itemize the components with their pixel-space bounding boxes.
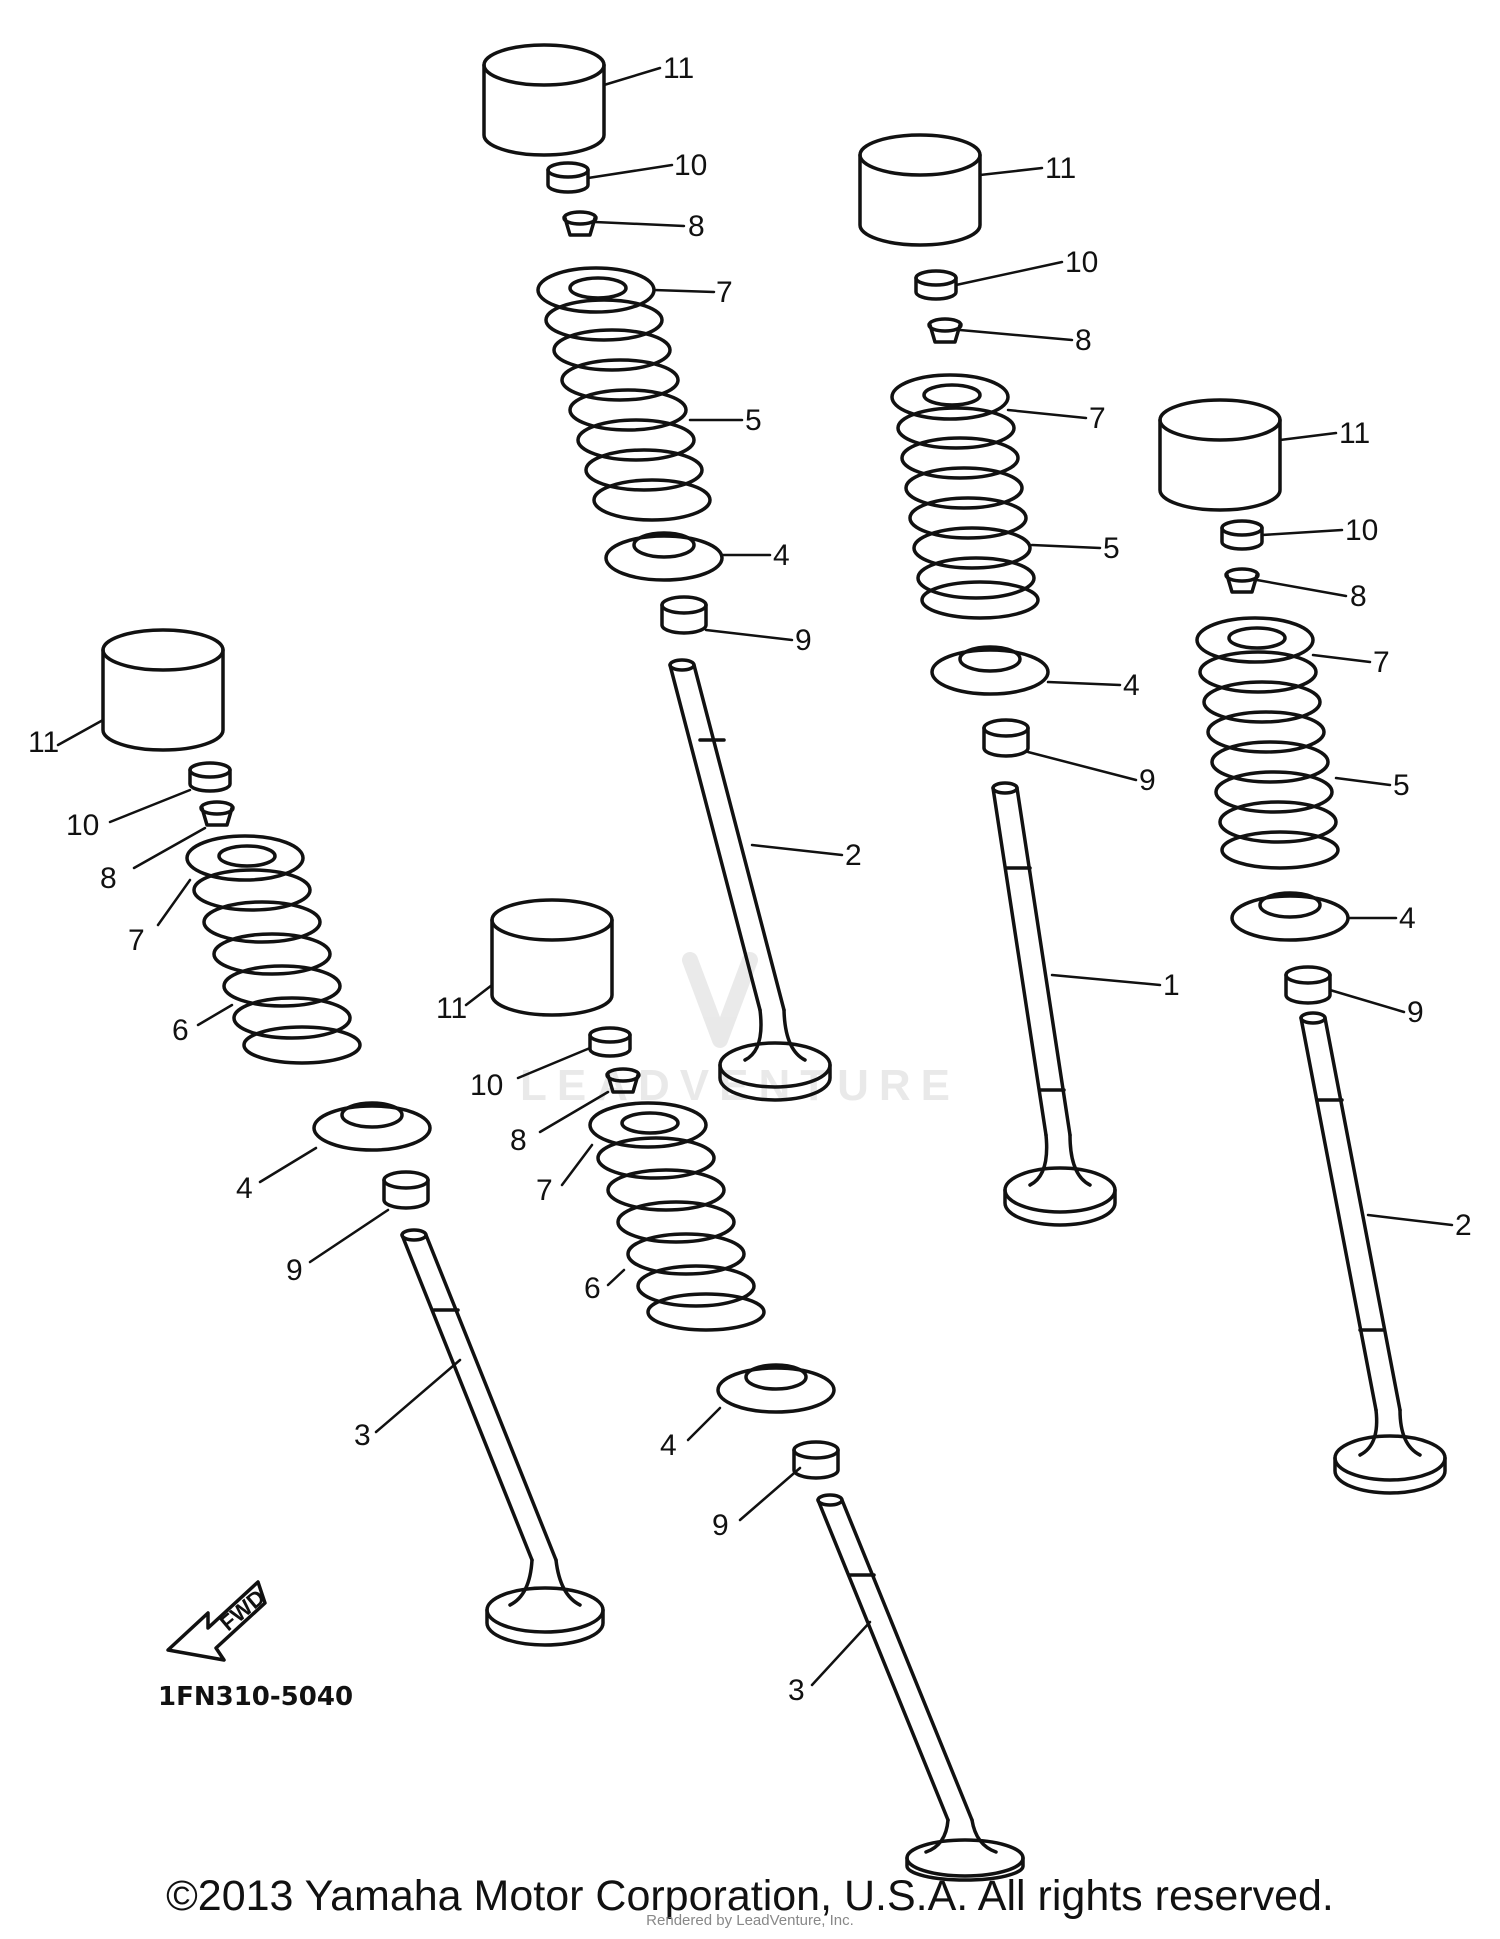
valve-cotter — [199, 800, 235, 827]
valve-lifter — [482, 43, 606, 157]
callout-d11: 11 — [28, 726, 59, 759]
callout-d6: 6 — [172, 1014, 189, 1047]
valve-pad — [188, 761, 232, 793]
valve-assembly-d — [101, 628, 605, 1647]
valve-assembly-c — [1158, 398, 1447, 1495]
callout-a2: 2 — [845, 839, 862, 872]
callout-e11: 11 — [436, 992, 467, 1025]
callout-e3: 3 — [788, 1674, 805, 1707]
spring-seat — [604, 531, 724, 582]
stem-seal — [382, 1170, 430, 1210]
spring-retainer — [588, 1101, 708, 1149]
callout-c9: 9 — [1407, 996, 1424, 1029]
spring-seat — [1230, 891, 1350, 942]
valve-spring — [192, 868, 362, 1065]
valve-assembly-b — [858, 133, 1117, 1227]
valve-pad — [1220, 519, 1264, 551]
valve-spring — [544, 298, 712, 522]
callout-d9: 9 — [286, 1254, 303, 1287]
callout-e9: 9 — [712, 1509, 729, 1542]
valve-lifter — [490, 898, 614, 1017]
leader-lines — [56, 66, 1454, 1687]
callout-d4: 4 — [236, 1172, 253, 1205]
callout-c4: 4 — [1399, 902, 1416, 935]
callout-c2: 2 — [1455, 1209, 1472, 1242]
callout-c8: 8 — [1350, 580, 1367, 613]
part-code: 1FN310-5040 — [158, 1682, 353, 1712]
valve-pad — [546, 161, 590, 194]
callout-a5: 5 — [745, 404, 762, 437]
valve — [400, 1228, 605, 1647]
spring-retainer — [890, 373, 1010, 421]
callout-d8: 8 — [100, 862, 117, 895]
stem-seal — [792, 1440, 840, 1480]
valve-pad — [914, 269, 958, 301]
valve-lifter — [1158, 398, 1282, 512]
callout-b10: 10 — [1065, 246, 1098, 279]
copyright-notice: ©2013 Yamaha Motor Corporation, U.S.A. A… — [166, 1872, 1334, 1920]
spring-retainer — [536, 266, 656, 314]
spring-retainer — [185, 834, 305, 882]
callout-b1: 1 — [1163, 969, 1180, 1002]
rendered-by-note: Rendered by LeadVenture, Inc. — [646, 1912, 854, 1929]
callout-c7: 7 — [1373, 646, 1390, 679]
valve-assembly-e — [490, 898, 1025, 1882]
callout-d10: 10 — [66, 809, 99, 842]
valve-lifter — [101, 628, 225, 752]
valve-spring — [896, 406, 1040, 620]
callout-a9: 9 — [795, 624, 812, 657]
callout-b11: 11 — [1045, 152, 1076, 185]
valve-assembly-a — [482, 43, 832, 1102]
callout-c10: 10 — [1345, 514, 1378, 547]
callout-c11: 11 — [1339, 417, 1370, 450]
watermark: LEADVENTURE — [520, 952, 960, 1110]
callout-e6: 6 — [584, 1272, 601, 1305]
callout-b9: 9 — [1139, 764, 1156, 797]
stem-seal — [1284, 965, 1332, 1005]
callout-a8: 8 — [688, 210, 705, 243]
valve-spring — [596, 1136, 766, 1332]
spring-seat — [930, 645, 1050, 696]
callout-labels: 11 10 8 7 5 4 9 2 11 10 8 7 5 4 9 1 11 1… — [28, 52, 1472, 1707]
callout-a11: 11 — [663, 52, 694, 85]
callout-a7: 7 — [716, 276, 733, 309]
callout-d3: 3 — [354, 1419, 371, 1452]
callout-a4: 4 — [773, 539, 790, 572]
valve — [1299, 1011, 1447, 1495]
callout-b8: 8 — [1075, 324, 1092, 357]
callout-e8: 8 — [510, 1124, 527, 1157]
callout-e10: 10 — [470, 1069, 503, 1102]
valve-cotter — [562, 210, 598, 237]
callout-c5: 5 — [1393, 769, 1410, 802]
callout-b4: 4 — [1123, 669, 1140, 702]
valve-spring — [1198, 650, 1340, 870]
valve — [991, 781, 1117, 1227]
valve-cotter — [1224, 567, 1260, 594]
valve — [668, 658, 832, 1102]
valve-cotter — [605, 1067, 641, 1094]
callout-a10: 10 — [674, 149, 707, 182]
valve — [816, 1493, 1025, 1882]
watermark-text: LEADVENTURE — [520, 1061, 960, 1110]
callout-b7: 7 — [1089, 402, 1106, 435]
spring-seat — [716, 1363, 836, 1414]
stem-seal — [660, 595, 708, 635]
callout-b5: 5 — [1103, 532, 1120, 565]
valve-lifter — [858, 133, 982, 247]
callout-e7: 7 — [536, 1174, 553, 1207]
spring-seat — [312, 1101, 432, 1152]
callout-d7: 7 — [128, 924, 145, 957]
fwd-arrow-icon: FWD — [166, 1580, 270, 1662]
spring-retainer — [1195, 616, 1315, 664]
stem-seal — [982, 718, 1030, 758]
callout-e4: 4 — [660, 1429, 677, 1462]
valve-pad — [588, 1026, 632, 1058]
valve-cotter — [927, 317, 963, 344]
